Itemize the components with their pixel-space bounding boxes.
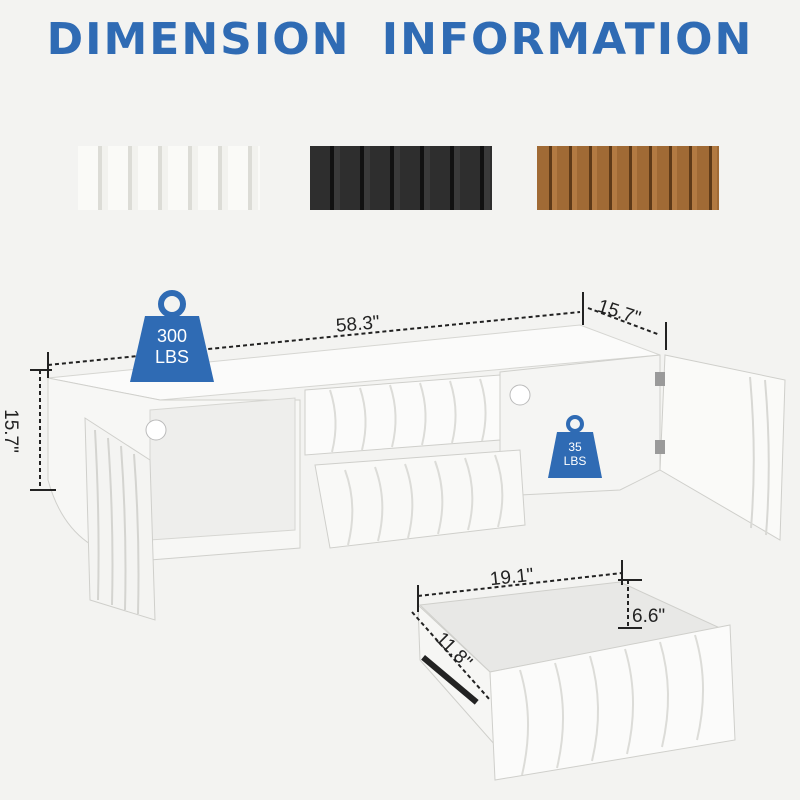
- weight-unit-small: LBS: [563, 453, 587, 468]
- weight-label-large: 300 LBS: [135, 326, 209, 367]
- left-compartment: [149, 397, 296, 541]
- swatch-walnut: [537, 146, 719, 210]
- drawer-rail: [421, 654, 479, 705]
- weight-value-large: 300: [156, 326, 188, 346]
- top-drawer: [304, 374, 501, 456]
- cabinet-height-label: 15.7": [0, 409, 21, 453]
- swatch-white: [78, 146, 260, 210]
- drawer-dimension-lines: [411, 572, 629, 701]
- cabinet-width-label: 58.3": [335, 312, 381, 337]
- drawer-height-label: 6.6": [632, 606, 666, 627]
- weight-value-small: 35: [568, 440, 582, 454]
- top-drawer-ridges: [329, 378, 487, 453]
- right-door-ridges: [749, 376, 770, 536]
- bottom-drawer: [314, 449, 526, 549]
- weight-unit-large: LBS: [154, 346, 190, 367]
- bottom-drawer-ridges: [344, 454, 504, 546]
- page-title: DIMENSION INFORMATION: [46, 14, 754, 65]
- hinge-top: [655, 372, 665, 386]
- drawer-front-ridges: [519, 634, 705, 776]
- weight-label-small: 35 LBS: [550, 440, 600, 469]
- right-door: [659, 354, 786, 541]
- dimension-lines: [39, 307, 661, 490]
- drawer-width-label: 19.1": [488, 564, 535, 591]
- hinge-bottom: [655, 440, 665, 454]
- cable-hole-left: [145, 419, 167, 441]
- cable-hole-right: [509, 384, 531, 406]
- swatch-black: [310, 146, 492, 210]
- left-door-ridges: [94, 429, 140, 615]
- weight-icon-small: [548, 415, 602, 478]
- dimension-ticks: [30, 292, 667, 491]
- drawer-dimension-ticks: [417, 560, 642, 629]
- drawer-front: [489, 624, 736, 781]
- weight-icon-large: [130, 290, 214, 382]
